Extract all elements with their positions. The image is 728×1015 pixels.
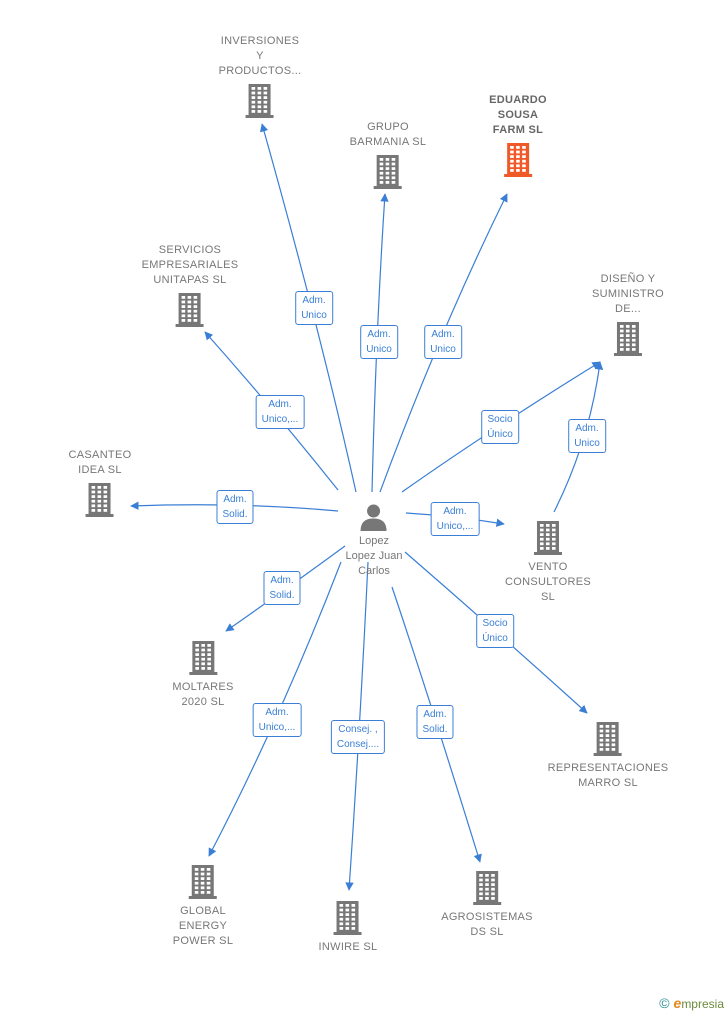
footer-brand[interactable]: ©empresia	[659, 995, 724, 1011]
company-node-inwire[interactable]: INWIRE SL	[319, 900, 378, 955]
company-node-representaciones[interactable]: REPRESENTACIONES MARRO SL	[548, 721, 669, 791]
company-node-diseno[interactable]: DISEÑO Y SUMINISTRO DE...	[592, 272, 664, 357]
building-icon	[85, 483, 114, 517]
edge-role-label[interactable]: Adm. Unico,...	[430, 502, 480, 536]
company-label: GLOBAL ENERGY POWER SL	[172, 905, 234, 947]
company-node-casanteo[interactable]: CASANTEO IDEA SL	[69, 448, 132, 518]
company-node-grupo-barmania[interactable]: GRUPO BARMANIA SL	[350, 120, 427, 190]
company-node-eduardo-sousa[interactable]: EDUARDO SOUSA FARM SL	[489, 93, 547, 178]
company-label: REPRESENTACIONES MARRO SL	[547, 762, 669, 789]
building-icon	[534, 521, 562, 555]
company-label: INVERSIONES Y PRODUCTOS...	[218, 35, 302, 77]
building-icon	[473, 871, 501, 905]
building-icon	[189, 641, 217, 675]
brand-logo-initial: e	[673, 995, 682, 1011]
building-icon	[334, 901, 362, 935]
building-icon	[593, 722, 622, 756]
company-label: VENTO CONSULTORES SL	[504, 561, 592, 603]
company-node-vento[interactable]: VENTO CONSULTORES SL	[505, 520, 591, 605]
company-label: EDUARDO SOUSA FARM SL	[489, 94, 547, 136]
edge-role-label[interactable]: Adm. Unico	[424, 325, 462, 359]
edge-role-label[interactable]: Socio Único	[476, 614, 514, 648]
company-node-agrosistemas[interactable]: AGROSISTEMAS DS SL	[441, 870, 533, 940]
company-label: GRUPO BARMANIA SL	[349, 121, 427, 148]
company-label: SERVICIOS EMPRESARIALES UNITAPAS SL	[141, 244, 239, 286]
edge-role-label[interactable]: Adm. Unico	[295, 291, 333, 325]
building-icon	[614, 322, 642, 356]
copyright-symbol: ©	[659, 995, 670, 1011]
building-icon	[504, 143, 532, 177]
edge-role-label[interactable]: Adm. Unico	[360, 325, 398, 359]
building-icon	[189, 865, 217, 899]
edge-role-label[interactable]: Adm. Unico,...	[255, 395, 305, 429]
building-icon	[245, 84, 274, 118]
company-node-servicios[interactable]: SERVICIOS EMPRESARIALES UNITAPAS SL	[142, 243, 239, 328]
edge-role-label[interactable]: Consej. , Consej....	[330, 720, 386, 754]
edge-role-label[interactable]: Adm. Solid.	[416, 705, 454, 739]
building-icon	[175, 293, 204, 327]
company-node-inversiones[interactable]: INVERSIONES Y PRODUCTOS...	[219, 34, 302, 119]
center-person-name: Lopez Lopez Juan Carlos	[345, 535, 403, 577]
edge-role-label[interactable]: Adm. Solid.	[263, 571, 301, 605]
company-label: AGROSISTEMAS DS SL	[441, 911, 533, 938]
company-label: DISEÑO Y SUMINISTRO DE...	[591, 273, 665, 315]
center-person[interactable]: Lopez Lopez Juan Carlos	[345, 502, 403, 579]
company-label: CASANTEO IDEA SL	[68, 449, 132, 476]
company-node-moltares[interactable]: MOLTARES 2020 SL	[172, 640, 233, 710]
person-icon	[360, 504, 387, 531]
edge-role-label[interactable]: Adm. Solid.	[216, 490, 254, 524]
company-label: INWIRE SL	[318, 941, 378, 953]
brand-logo-text: mpresia	[681, 997, 724, 1011]
edge-role-label[interactable]: Adm. Unico	[568, 419, 606, 453]
building-icon	[373, 155, 402, 189]
company-label: MOLTARES 2020 SL	[172, 681, 234, 708]
edge-role-label[interactable]: Socio Único	[481, 410, 519, 444]
company-node-global-energy[interactable]: GLOBAL ENERGY POWER SL	[173, 864, 233, 949]
edge-role-label[interactable]: Adm. Unico,...	[252, 703, 302, 737]
